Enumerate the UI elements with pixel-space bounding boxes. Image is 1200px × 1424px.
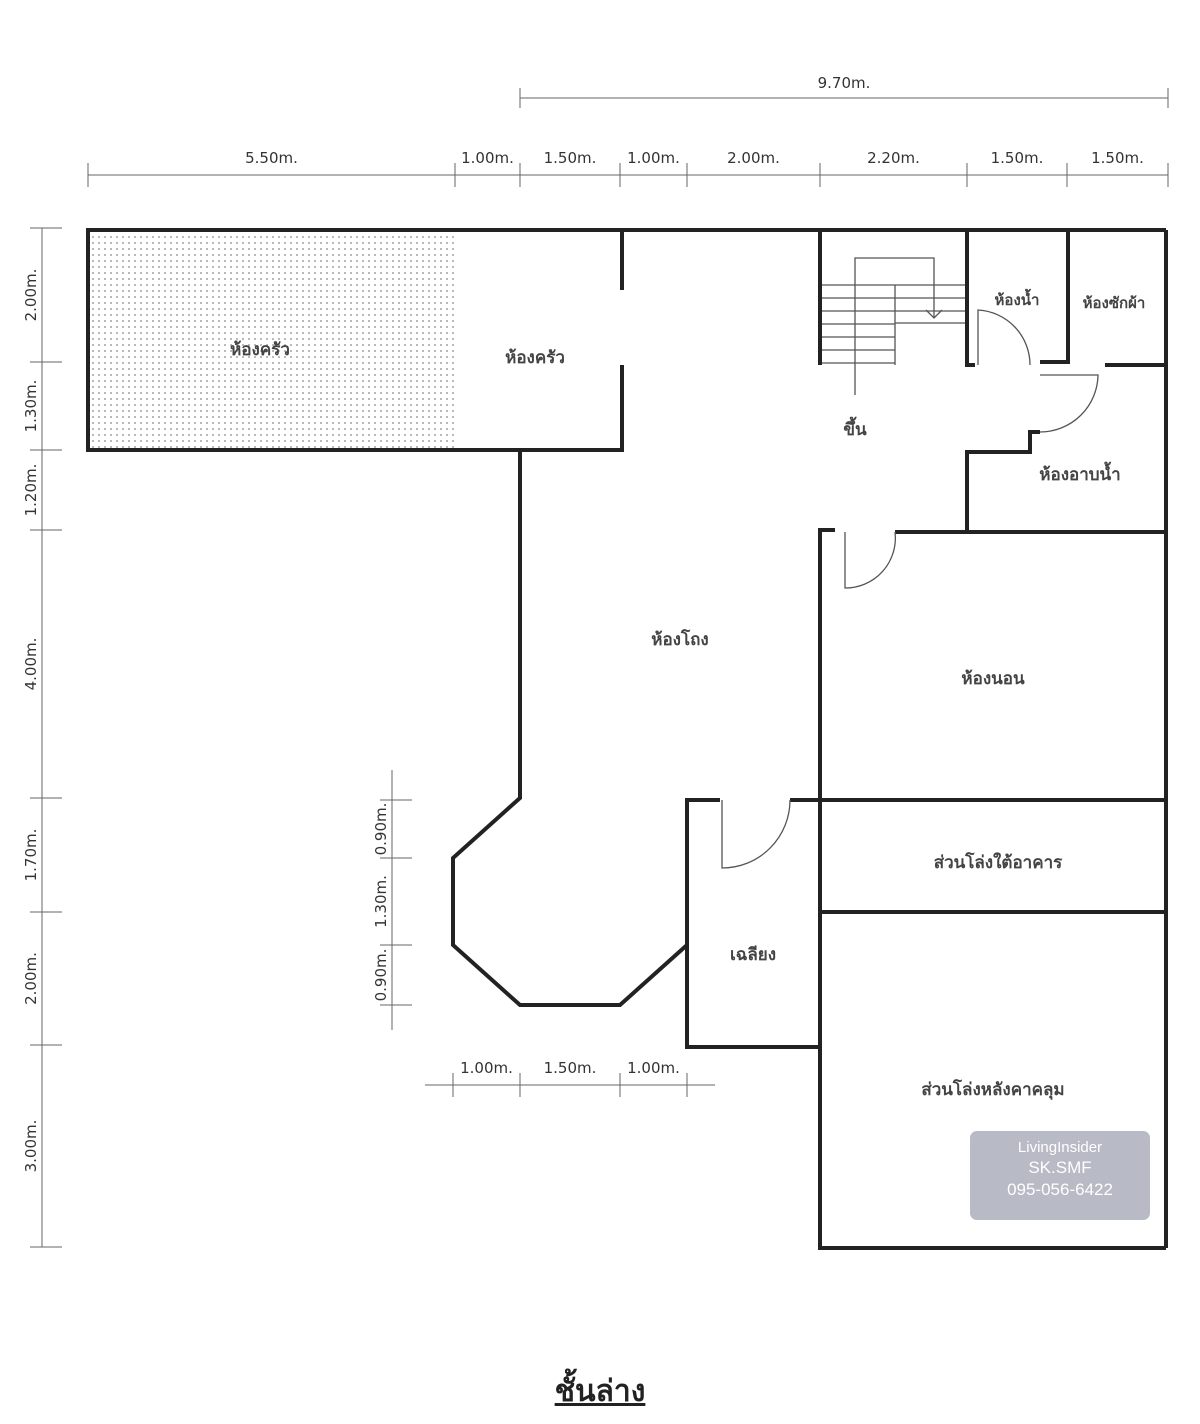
floor-title: ชั้นล่าง (554, 1374, 646, 1409)
left-dimensions: 2.00m. 1.30m. 1.20m. 4.00m. 1.70m. 2.00m. 3.00… (22, 227, 62, 1248)
dimension-label: 1.00m. (460, 1059, 513, 1077)
overall-dimension: 9.70m. (519, 74, 1169, 108)
watermark-phone: 095-056-6422 (1007, 1180, 1113, 1199)
room-kitchen: ห้องครัว (505, 348, 565, 368)
dimension-label: 2.00m. (727, 149, 780, 167)
room-bathroom: ห้องอาบน้ำ (1039, 461, 1120, 485)
stairs (822, 257, 965, 395)
dimension-label: 1.50m. (991, 149, 1044, 167)
top-dimensions: 5.50m. 1.00m. 1.50m. 1.00m. 2.00m. 2.20m. 1.50… (87, 149, 1169, 187)
room-laundry: ห้องซักผ้า (1083, 294, 1146, 312)
dimension-label: 1.70m. (22, 829, 40, 882)
room-bedroom: ห้องนอน (961, 669, 1025, 689)
dimension-label: 1.50m. (544, 149, 597, 167)
dimension-label: 1.00m. (627, 149, 680, 167)
dimension-label: 1.20m. (22, 464, 40, 517)
dimension-label: 5.50m. (245, 149, 298, 167)
overall-width-label: 9.70m. (818, 74, 871, 92)
dimension-label: 0.90m. (372, 803, 390, 856)
watermark-brand: LivingInsider (1017, 1139, 1103, 1156)
room-open-under: ส่วนโล่งใต้อาคาร (934, 852, 1063, 873)
dimension-label: 2.00m. (22, 269, 40, 322)
dimension-label: 1.50m. (1091, 149, 1144, 167)
room-covered-open: ส่วนโล่งหลังคาคลุม (921, 1079, 1064, 1100)
walls (86, 228, 1168, 1250)
doors (721, 309, 1099, 869)
watermark: LivingInsider SK.SMF 095-056-6422 (970, 1131, 1150, 1220)
bay-dimensions: 0.90m. 1.30m. 0.90m. (372, 770, 412, 1030)
dimension-label: 1.30m. (22, 380, 40, 433)
bottom-dimensions: 1.00m. 1.50m. 1.00m. (425, 1059, 715, 1097)
watermark-name: SK.SMF (1028, 1158, 1092, 1177)
room-labels: ห้องครัว ห้องครัว ขึ้น ห้องน้ำ ห้องซักผ้… (230, 288, 1145, 1100)
dimension-label: 2.00m. (22, 952, 40, 1005)
dimension-label: 4.00m. (22, 638, 40, 691)
dimension-label: 1.00m. (461, 149, 514, 167)
dimension-label: 0.90m. (372, 949, 390, 1002)
room-kitchen-outdoor: ห้องครัว (230, 340, 290, 360)
dimension-label: 3.00m. (22, 1120, 40, 1173)
room-hall: ห้องโถง (651, 629, 708, 650)
dimension-label: 1.30m. (372, 875, 390, 928)
room-porch: เฉลียง (730, 944, 776, 965)
dimension-label: 2.20m. (867, 149, 920, 167)
stairs-up-label: ขึ้น (843, 416, 867, 440)
dimension-label: 1.00m. (627, 1059, 680, 1077)
room-toilet: ห้องน้ำ (995, 288, 1040, 309)
dimension-label: 1.50m. (544, 1059, 597, 1077)
